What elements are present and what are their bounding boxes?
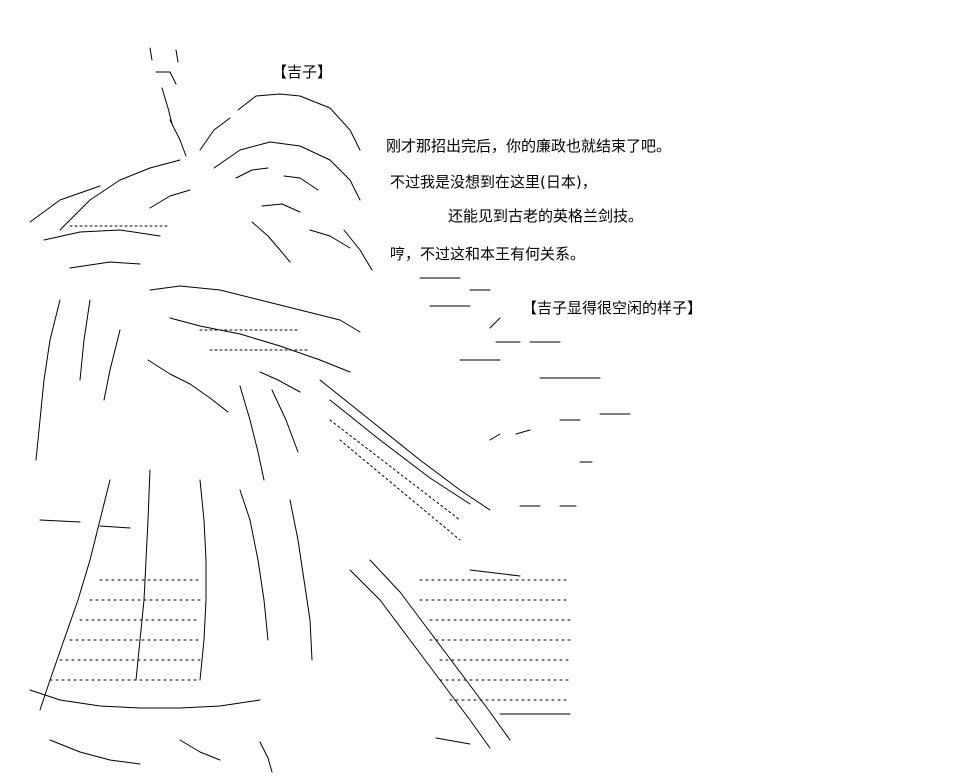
dialogue-line-3: 还能见到古老的英格兰剑技。 (448, 207, 644, 225)
speaker-tag: 【吉子】 (272, 63, 333, 81)
dialogue-line-1: 刚才那招出完后，你的廉政也就结束了吧。 (386, 137, 672, 155)
dialogue-line-4: 哼，不过这和本王有何关系。 (390, 245, 586, 263)
dialogue-line-2: 不过我是没想到在这里(日本)， (390, 173, 597, 191)
stage-note: 【吉子显得很空闲的样子】 (522, 299, 703, 317)
